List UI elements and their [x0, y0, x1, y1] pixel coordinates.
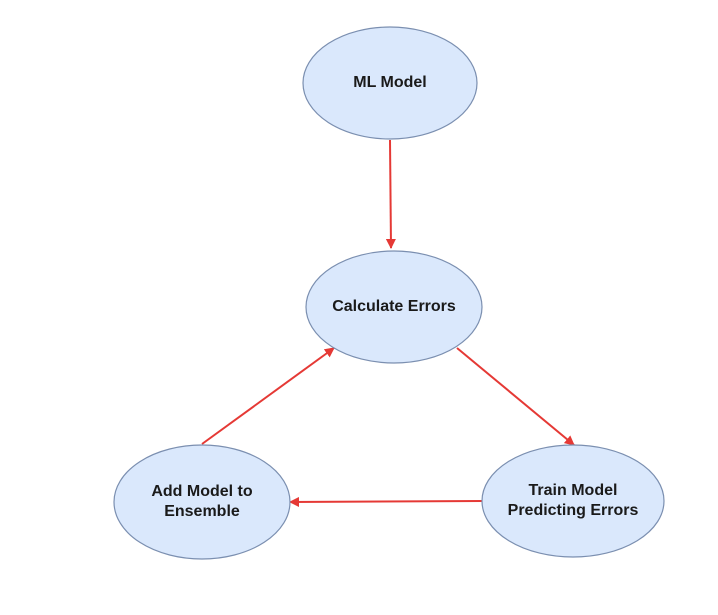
nodes-layer — [113, 26, 665, 560]
edge-ml-model-to-calculate-errors — [385, 139, 396, 249]
node-label-add-model-to-ensemble: Add Model to Ensemble — [151, 483, 253, 520]
edge-add-model-to-calculate-errors — [201, 347, 335, 445]
node-label-ml-model: ML Model — [353, 74, 427, 91]
edges-layer — [201, 139, 575, 507]
node-label-calculate-errors: Calculate Errors — [332, 298, 456, 315]
edge-train-model-to-add-model — [289, 496, 484, 507]
edge-calculate-errors-to-train-model — [456, 347, 575, 446]
node-calculate-errors — [305, 250, 483, 364]
node-ml-model — [302, 26, 478, 140]
node-label-train-model-predicting-errors: Train Model Predicting Errors — [507, 482, 639, 519]
node-add-model-to-ensemble — [113, 444, 291, 560]
node-train-model-predicting-errors — [481, 444, 665, 558]
